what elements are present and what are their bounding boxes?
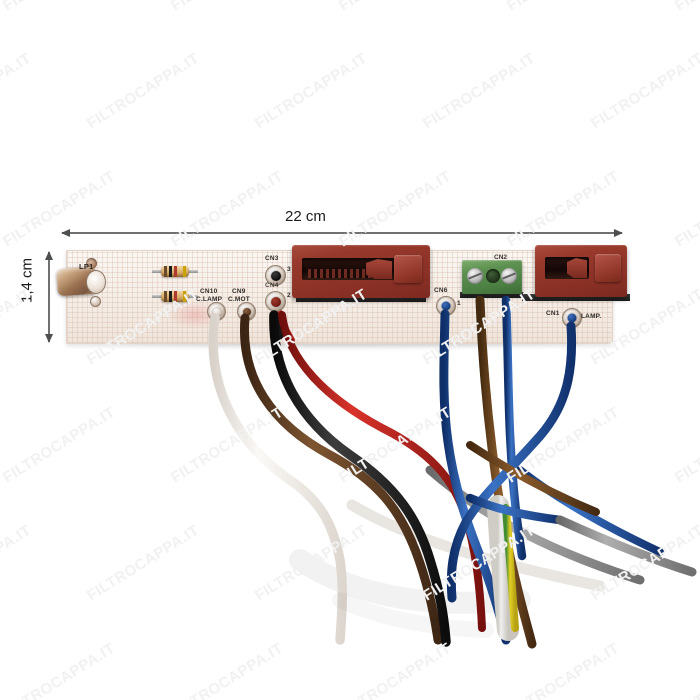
label-lp1: LP1 <box>79 262 94 271</box>
pinnum-cn4: 2 <box>287 292 291 299</box>
watermark-text: FILTROCAPPA.IT <box>252 49 371 133</box>
watermark-text: FILTROCAPPA.IT <box>672 167 700 251</box>
watermark-text: FILTROCAPPA.IT <box>336 403 455 487</box>
watermark-text: FILTROCAPPA.IT <box>588 521 700 605</box>
brown-wire-2 <box>475 295 537 649</box>
lamp-solder-pad <box>90 296 101 307</box>
resistor-lead-right <box>187 270 198 273</box>
watermark-text: FILTROCAPPA.IT <box>336 0 454 14</box>
rocker-switch-left[interactable] <box>292 245 430 298</box>
watermark-text: FILTROCAPPA.IT <box>0 49 35 133</box>
lamp-collar <box>86 270 106 294</box>
sheathed-cable <box>487 495 519 641</box>
terminal-screw-left[interactable] <box>467 268 483 284</box>
brown-wire <box>239 313 443 645</box>
watermark-text: FILTROCAPPA.IT <box>504 639 623 700</box>
watermark-text: FILTROCAPPA.IT <box>0 167 119 251</box>
watermark-text: FILTROCAPPA.IT <box>168 403 287 487</box>
watermark-text: FILTROCAPPA.IT <box>504 167 623 251</box>
watermark-text: FILTROCAPPA.IT <box>0 521 35 605</box>
red-wire <box>278 311 486 632</box>
resistor-lead-left <box>152 295 163 298</box>
ground-wire <box>502 504 519 632</box>
blue-wire-out <box>516 466 664 556</box>
pinnum-cn6: 1 <box>457 300 461 307</box>
pinnum-cn3: 3 <box>287 266 291 273</box>
pad-cn3[interactable] <box>265 265 286 286</box>
watermark-text: FILTROCAPPA.IT <box>504 0 622 14</box>
label-cn9-sub: C.MOT <box>228 296 250 303</box>
label-cn1-sub: LAMP. <box>581 313 602 320</box>
white-outer-cable <box>346 499 606 592</box>
watermark-text: FILTROCAPPA.IT <box>84 49 203 133</box>
switch-right-window <box>545 257 589 279</box>
watermark-text: FILTROCAPPA.IT <box>168 0 286 14</box>
pad-cn10[interactable] <box>207 302 226 321</box>
pad-cn6[interactable] <box>436 296 456 316</box>
watermark-text: FILTROCAPPA.IT <box>420 49 539 133</box>
resistor-body <box>161 266 189 277</box>
grey-wire-tail <box>555 515 697 577</box>
label-cn2: CN2 <box>494 254 508 261</box>
terminal-screw-right[interactable] <box>501 268 517 284</box>
pad-cn4[interactable] <box>265 291 286 312</box>
watermark-text: FILTROCAPPA.IT <box>336 167 455 251</box>
label-cn4: CN4 <box>265 282 279 289</box>
watermark-text: FILTROCAPPA.IT <box>252 521 371 605</box>
watermark-text: FILTROCAPPA.IT <box>672 0 700 14</box>
resistor-lead-left <box>152 270 163 273</box>
width-dimension-label: 22 cm <box>285 208 326 225</box>
label-cn1: CN1 <box>546 310 560 317</box>
watermark-text: FILTROCAPPA.IT <box>504 403 623 487</box>
label-cn3: CN3 <box>265 255 279 262</box>
label-cn9: CN9 <box>232 288 246 295</box>
height-dimension-line <box>45 251 53 343</box>
terminal-block-base <box>460 292 524 298</box>
resistor-r2 <box>152 291 198 302</box>
switch-left-base <box>296 296 426 302</box>
label-cn10-sub: C.LAMP <box>196 296 223 303</box>
switch-left-contacts <box>308 269 378 278</box>
watermark-text: FILTROCAPPA.IT <box>672 403 700 487</box>
watermark-text: FILTROCAPPA.IT <box>588 49 700 133</box>
watermark-text: FILTROCAPPA.IT <box>0 0 118 14</box>
watermark-text: FILTROCAPPA.IT <box>168 167 287 251</box>
grey-wire <box>425 465 645 585</box>
watermark-text: FILTROCAPPA.IT <box>168 639 287 700</box>
green-terminal-block[interactable] <box>462 260 522 294</box>
mounting-hole <box>86 258 97 269</box>
switch-left-button[interactable] <box>394 255 422 283</box>
watermark-text: FILTROCAPPA.IT <box>84 521 203 605</box>
watermark-text: FILTROCAPPA.IT <box>420 521 539 605</box>
blue-wire-cn6 <box>439 309 511 645</box>
black-wire <box>269 310 451 647</box>
label-cn10: CN10 <box>200 288 218 295</box>
pad-cn9[interactable] <box>237 302 256 321</box>
switch-left-window <box>302 258 398 280</box>
watermark-text: FILTROCAPPA.IT <box>336 639 455 700</box>
white-wire <box>208 313 348 645</box>
blue-wire-cross <box>465 493 565 525</box>
label-cn6: CN6 <box>434 287 448 294</box>
switch-right-button[interactable] <box>595 254 621 282</box>
brown-wire-cross <box>466 441 600 516</box>
switch-right-base <box>522 294 630 301</box>
pad-cn1[interactable] <box>562 308 582 328</box>
resistor-lead-right <box>187 295 198 298</box>
watermark-text: FILTROCAPPA.IT <box>0 403 119 487</box>
blue-wire-cn1 <box>446 321 577 603</box>
watermark-text: FILTROCAPPA.IT <box>0 639 119 700</box>
resistor-r1 <box>152 266 198 277</box>
terminal-center-hole <box>486 269 500 283</box>
watermark-text: FILTROCAPPA.IT <box>672 639 700 700</box>
rocker-switch-right[interactable] <box>535 245 627 297</box>
width-dimension-line <box>61 229 623 237</box>
resistor-body <box>161 291 189 302</box>
height-dimension-label: 1,4 cm <box>18 258 36 304</box>
